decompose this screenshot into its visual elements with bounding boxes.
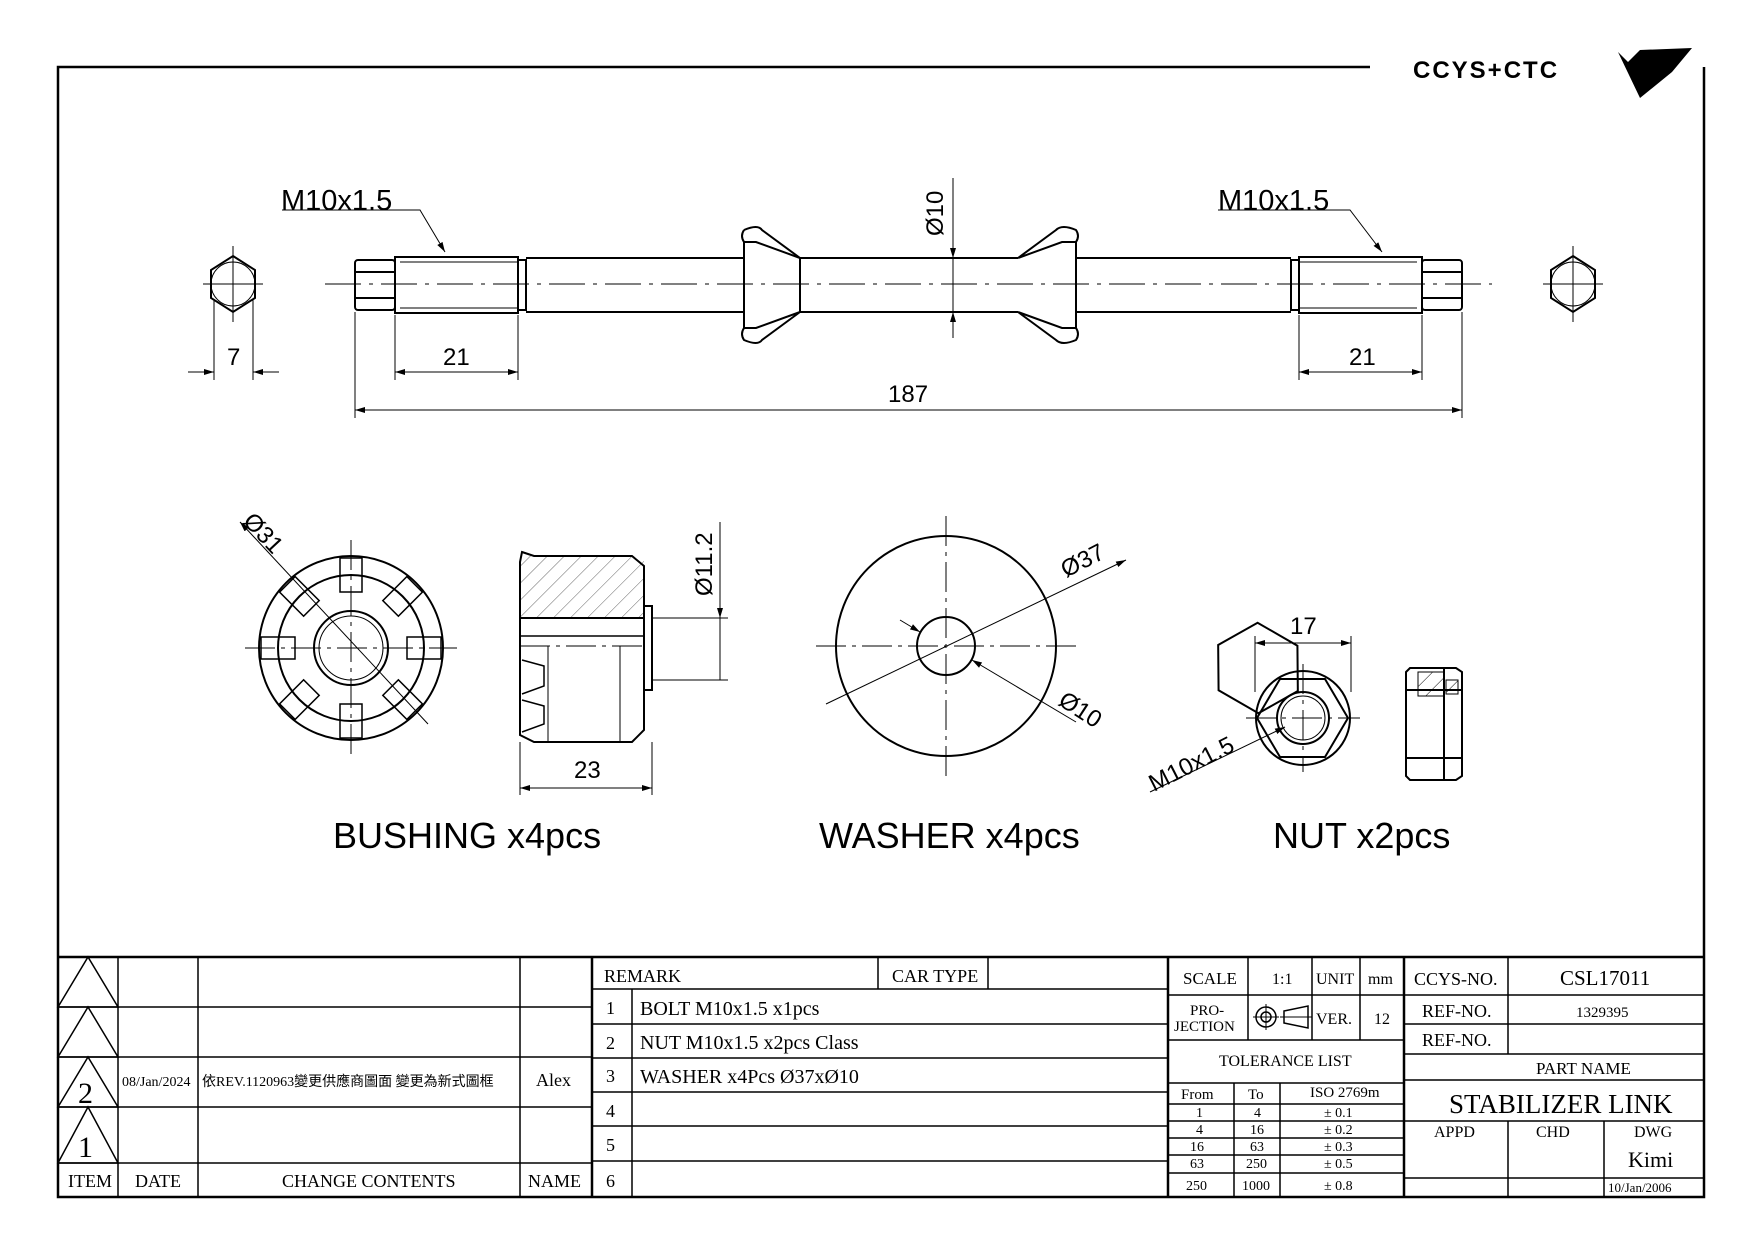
dwg-label: DWG — [1634, 1124, 1673, 1141]
nut-caption: NUT x2pcs — [1273, 815, 1450, 856]
ref-no-value: 1329395 — [1576, 1005, 1629, 1021]
washer-od-label: Ø37 — [1056, 539, 1109, 584]
remark-text-2: NUT M10x1.5 x2pcs Class — [640, 1032, 859, 1054]
tolerance-title: TOLERANCE LIST — [1219, 1053, 1352, 1070]
car-type-label: CAR TYPE — [892, 966, 978, 986]
tolerance-header-to: To — [1248, 1087, 1264, 1103]
nut-side-view — [1405, 667, 1463, 781]
tolerance-to-1: 4 — [1254, 1106, 1261, 1121]
scale-label: SCALE — [1183, 969, 1237, 988]
bolt-thread-right-label: M10x1.5 — [1218, 185, 1329, 217]
washer-view — [816, 516, 1127, 776]
bolt-hex-end-right — [1543, 246, 1603, 322]
tolerance-from-1: 1 — [1196, 1106, 1203, 1121]
revision-header-name: NAME — [528, 1171, 581, 1191]
revision-name-2: Alex — [536, 1070, 571, 1090]
bolt-hex-dim: 7 — [227, 344, 240, 371]
bushing-dim-text: Ø31 Ø11.2 23 BUSHING x4pcs — [238, 508, 718, 856]
brand-logo: CCYS+CTC — [1413, 48, 1692, 98]
scale-value: 1:1 — [1272, 971, 1292, 988]
bolt-overall-len: 187 — [888, 381, 928, 408]
dwg-date: 10/Jan/2006 — [1608, 1180, 1672, 1195]
bolt-thread-len-right: 21 — [1349, 344, 1376, 371]
part-name-value: STABILIZER LINK — [1449, 1089, 1673, 1119]
drawing-border — [56, 65, 1706, 1199]
tolerance-header-from: From — [1181, 1087, 1214, 1103]
brand-logo-mark — [1618, 48, 1692, 98]
remark-text-1: BOLT M10x1.5 x1pcs — [640, 998, 820, 1020]
tolerance-to-4: 250 — [1246, 1157, 1267, 1172]
bolt-dim-text: M10x1.5 M10x1.5 Ø10 7 21 21 187 — [227, 185, 1376, 408]
washer-id-label: Ø10 — [1054, 686, 1107, 733]
bushing-length-label: 23 — [574, 757, 601, 784]
bolt-thread-len-left: 21 — [443, 344, 470, 371]
remark-no-2: 2 — [606, 1033, 615, 1053]
tolerance-header-iso: ISO 2769m — [1310, 1085, 1380, 1101]
chd-label: CHD — [1536, 1124, 1570, 1141]
tolerance-to-3: 63 — [1250, 1140, 1264, 1155]
bolt-hex-end-left — [203, 246, 263, 322]
tolerance-tol-4: ± 0.5 — [1324, 1157, 1353, 1172]
bushing-front-view — [239, 521, 457, 756]
remark-no-4: 4 — [606, 1101, 615, 1121]
revision-table: 2 08/Jan/2024 依REV.1120963變更供應商圖面 變更為新式圖… — [68, 1070, 581, 1191]
ver-label: VER. — [1316, 1011, 1352, 1028]
revision-item-1: 1 — [78, 1131, 93, 1164]
remarks-header: REMARK — [604, 966, 681, 986]
bushing-side-view — [519, 522, 728, 795]
part-info-block: CCYS-NO. CSL17011 REF-NO. 1329395 REF-NO… — [1414, 966, 1673, 1195]
revision-header-item: ITEM — [68, 1171, 112, 1191]
bolt-dimensions — [188, 178, 1463, 418]
remark-no-3: 3 — [606, 1066, 615, 1086]
tolerance-from-2: 4 — [1196, 1123, 1203, 1138]
spec-block: SCALE 1:1 UNIT mm PRO- JECTION VER. 12 T… — [1174, 969, 1393, 1194]
bushing-od-label: Ø31 — [238, 508, 289, 560]
ref-no-label-2: REF-NO. — [1422, 1030, 1492, 1050]
tolerance-from-4: 63 — [1190, 1157, 1204, 1172]
remark-no-6: 6 — [606, 1171, 615, 1191]
tolerance-tol-3: ± 0.3 — [1324, 1140, 1353, 1155]
revision-header-date: DATE — [135, 1171, 181, 1191]
brand-logo-text: CCYS+CTC — [1413, 57, 1559, 84]
nut-front-view-detail — [1149, 636, 1360, 793]
nut-thread-label: M10x1.5 — [1144, 731, 1238, 797]
tolerance-from-3: 16 — [1190, 1140, 1204, 1155]
tolerance-tol-5: ± 0.8 — [1324, 1179, 1353, 1194]
bolt-thread-left-label: M10x1.5 — [281, 185, 392, 217]
ccys-no-value: CSL17011 — [1560, 966, 1650, 990]
bushing-caption: BUSHING x4pcs — [333, 815, 601, 856]
tolerance-to-2: 16 — [1250, 1123, 1264, 1138]
title-block-lines — [56, 955, 1704, 1197]
bolt-view — [203, 226, 1603, 344]
washer-dim-text: Ø37 Ø10 WASHER x4pcs — [819, 539, 1109, 856]
revision-item-2: 2 — [78, 1077, 93, 1110]
tolerance-from-5: 250 — [1186, 1179, 1207, 1194]
remark-no-1: 1 — [606, 998, 615, 1018]
appd-label: APPD — [1434, 1124, 1475, 1141]
remarks-table: REMARK CAR TYPE 1 BOLT M10x1.5 x1pcs 2 N… — [604, 966, 978, 1191]
tolerance-tol-1: ± 0.1 — [1324, 1106, 1353, 1121]
nut-width-label: 17 — [1290, 613, 1317, 640]
projection-label-1: PRO- — [1190, 1003, 1224, 1019]
tolerance-to-5: 1000 — [1242, 1179, 1270, 1194]
washer-caption: WASHER x4pcs — [819, 815, 1080, 856]
bolt-dia-label: Ø10 — [922, 191, 949, 236]
remark-text-3: WASHER x4Pcs Ø37xØ10 — [640, 1066, 859, 1088]
revision-change-2: 依REV.1120963變更供應商圖面 變更為新式圖框 — [202, 1073, 494, 1090]
remark-no-5: 5 — [606, 1135, 615, 1155]
revision-header-change: CHANGE CONTENTS — [282, 1171, 456, 1191]
revision-date-2: 08/Jan/2024 — [122, 1075, 190, 1090]
ver-value: 12 — [1374, 1011, 1390, 1028]
part-name-label: PART NAME — [1536, 1059, 1631, 1078]
ref-no-label: REF-NO. — [1422, 1001, 1492, 1021]
unit-label: UNIT — [1316, 971, 1354, 988]
bushing-id-label: Ø11.2 — [691, 532, 718, 596]
projection-label-2: JECTION — [1174, 1019, 1235, 1035]
ccys-no-label: CCYS-NO. — [1414, 969, 1498, 989]
unit-value: mm — [1368, 971, 1393, 988]
dwg-name: Kimi — [1628, 1147, 1673, 1172]
tolerance-tol-2: ± 0.2 — [1324, 1123, 1353, 1138]
